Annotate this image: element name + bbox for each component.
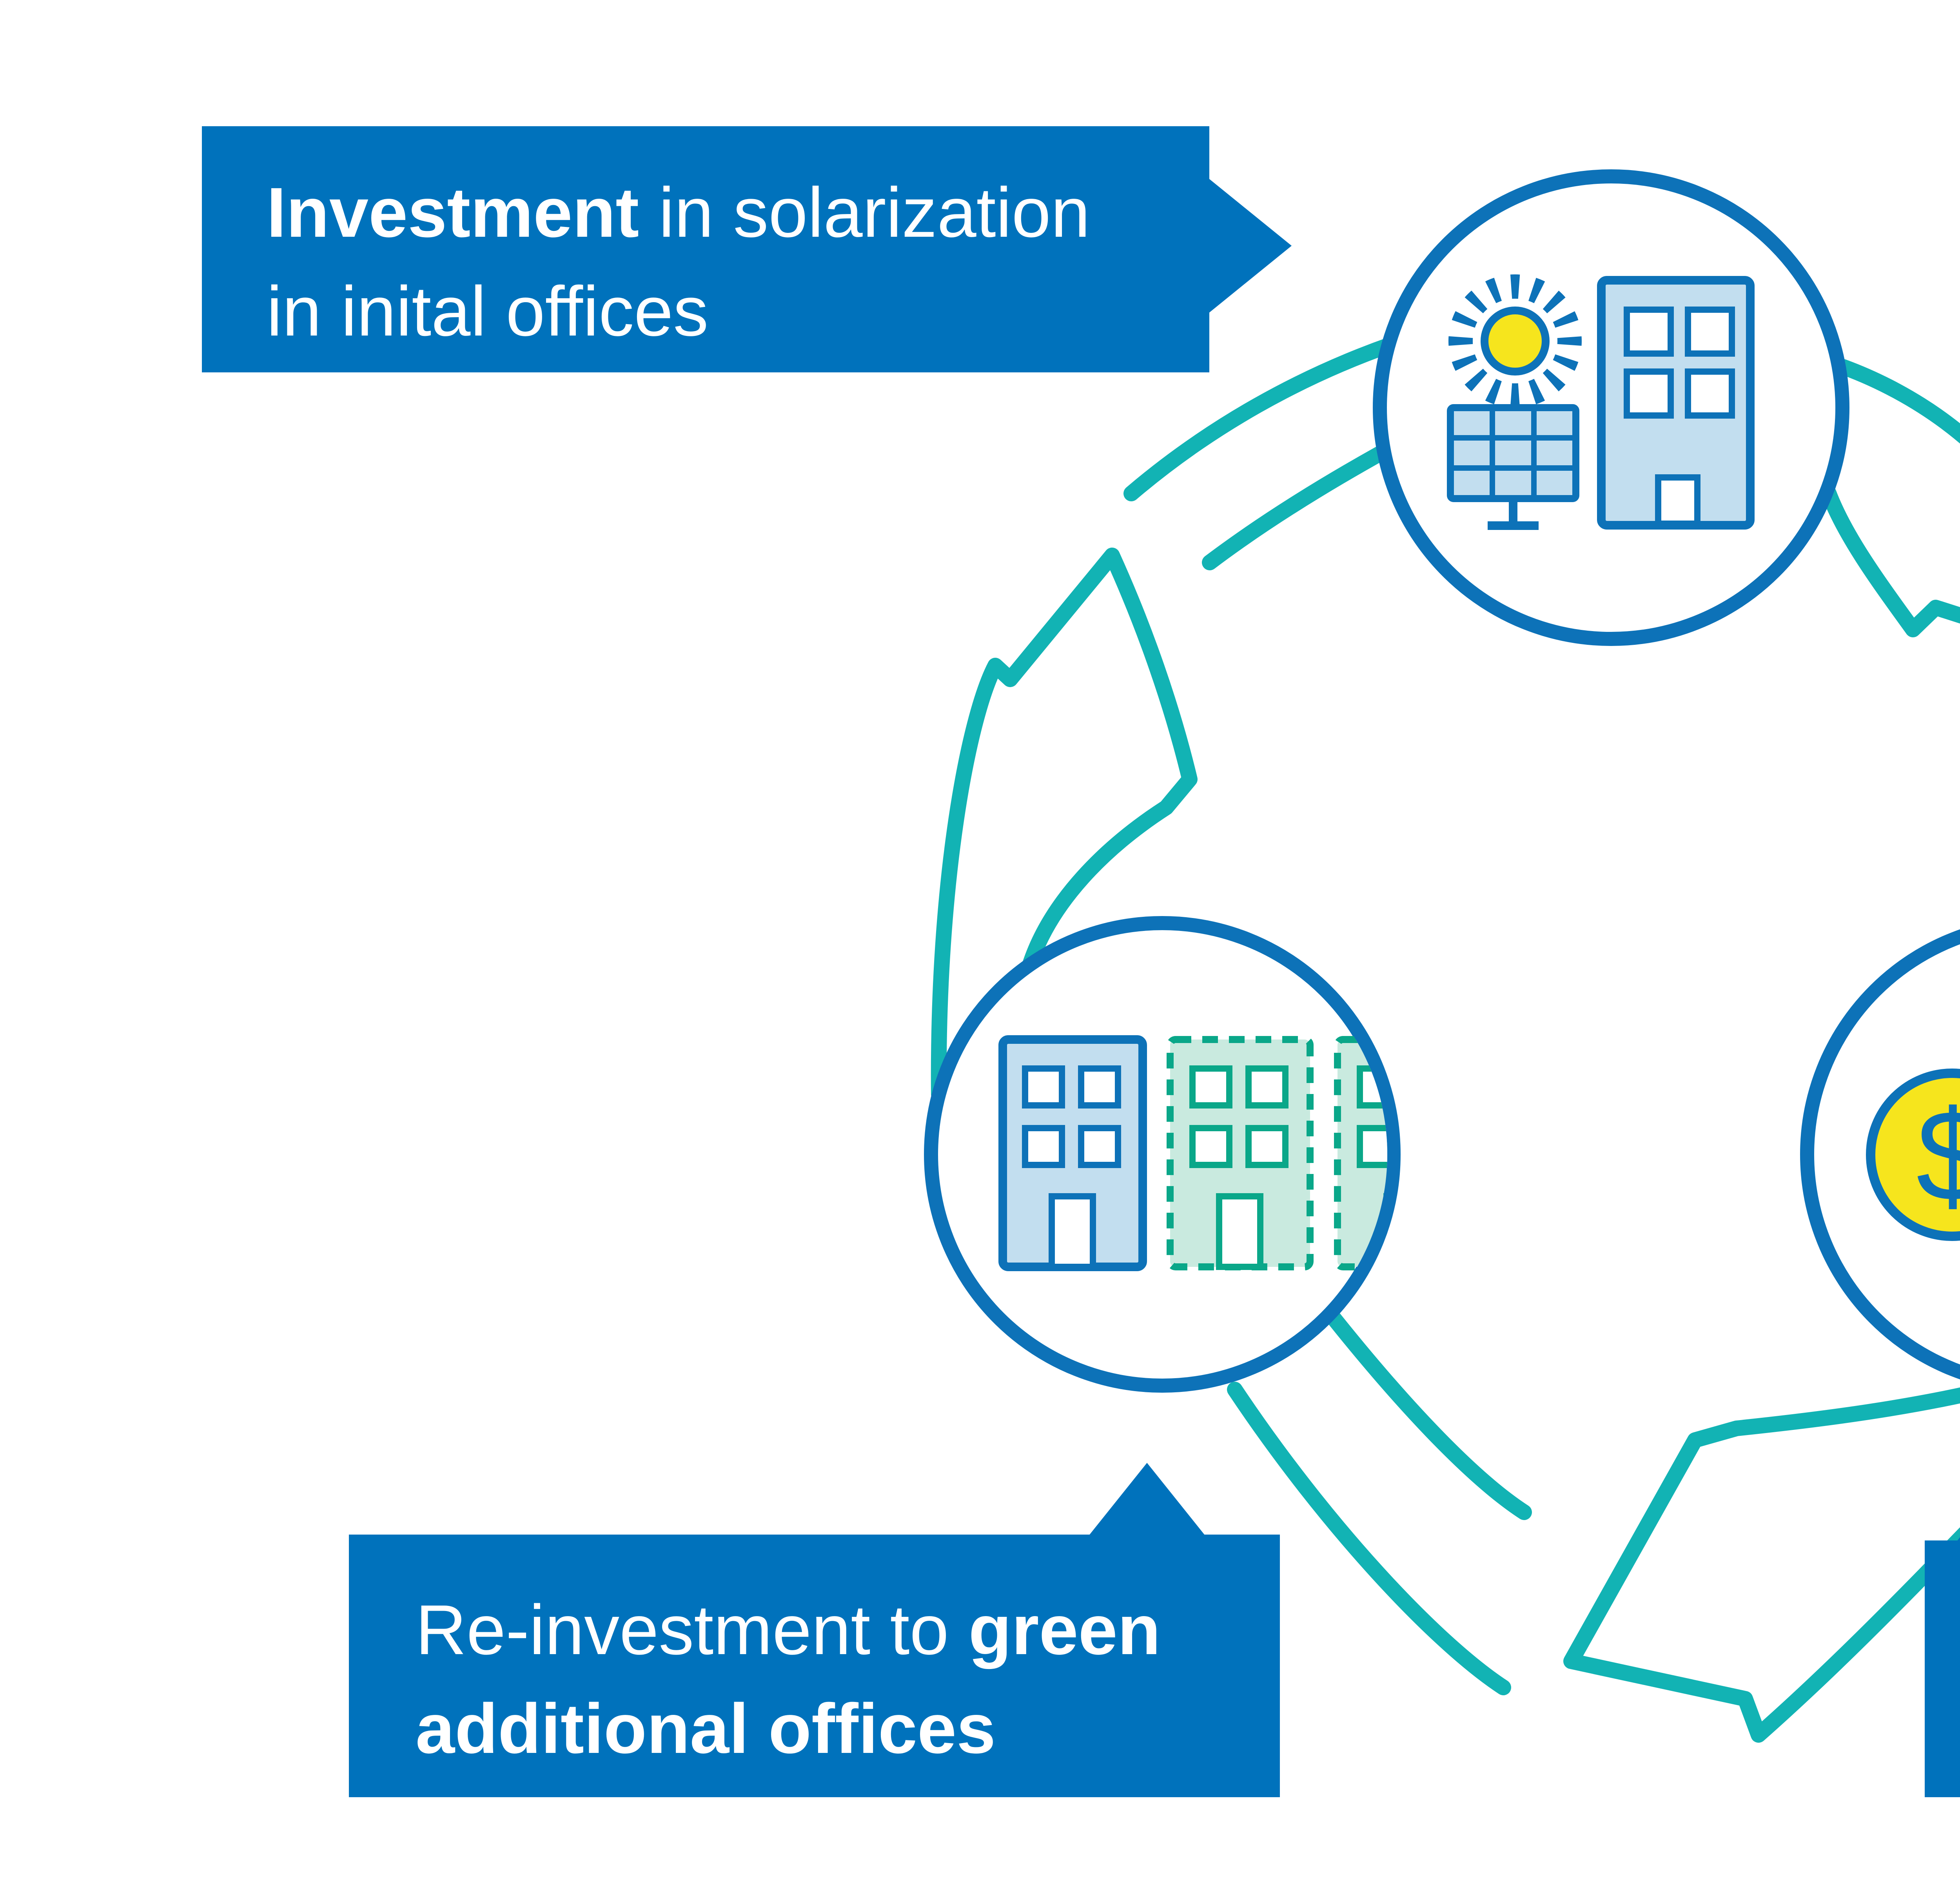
sun-disc — [1481, 307, 1550, 376]
office-building-icon — [998, 1035, 1147, 1271]
window — [1245, 1125, 1289, 1168]
dollar-sign: $ — [1916, 1083, 1960, 1228]
door — [1216, 1193, 1263, 1270]
node-savings: $ $ — [1800, 929, 1960, 1379]
window — [1685, 307, 1735, 357]
window — [1189, 1125, 1232, 1168]
label-text-bold: Investment — [267, 173, 639, 252]
label-text: in solarization — [639, 173, 1090, 252]
door — [1049, 1193, 1096, 1270]
window — [1022, 1125, 1065, 1168]
sun-icon — [1448, 274, 1582, 408]
panel-frame — [1447, 404, 1579, 502]
arrow-top-to-right-icon — [1821, 359, 1960, 637]
label-investment: Investment in solarization in inital off… — [202, 126, 1209, 372]
door — [1655, 474, 1700, 527]
savings-icons: $ $ — [1866, 1069, 1960, 1241]
window — [1624, 307, 1674, 357]
label-reinvestment: Re-investment to green additional office… — [349, 1535, 1280, 1797]
label-text: in inital offices — [267, 272, 709, 351]
sun-rays — [1448, 274, 1582, 408]
label-savings: Savings captured from lower energy costs — [1925, 1540, 1960, 1797]
window — [1078, 1065, 1121, 1109]
window — [1245, 1065, 1289, 1109]
window — [1624, 368, 1674, 419]
office-building-icon — [1597, 276, 1755, 530]
cycle-arrows — [931, 337, 1960, 1743]
arrow-right-to-left-icon — [1227, 1309, 1960, 1743]
label-text-bold: green — [968, 1591, 1161, 1669]
label-pointer-up-icon — [1089, 1463, 1205, 1535]
window — [1078, 1125, 1121, 1168]
label-line: Re-investment to green — [416, 1581, 1256, 1680]
label-line: additional offices — [416, 1680, 1256, 1778]
label-text-bold: additional offices — [416, 1689, 996, 1768]
label-pointer-up-icon — [1957, 1465, 1960, 1541]
reinvestment-icons — [998, 1035, 1387, 1271]
window — [1685, 368, 1735, 419]
coin-face — [1866, 1069, 1960, 1241]
window — [1022, 1065, 1065, 1109]
window — [1357, 1125, 1387, 1168]
label-pointer-right-icon — [1209, 178, 1292, 313]
window — [1189, 1065, 1232, 1109]
label-line: Investment in solarization — [267, 163, 1174, 262]
solar-panel-icon — [1447, 404, 1579, 530]
dashed-building-icon — [1167, 1036, 1314, 1270]
dollar-coin-icon: $ — [1866, 1069, 1960, 1241]
node-solarization — [1373, 169, 1849, 646]
dashed-building-icon — [1334, 1036, 1387, 1270]
label-text: Re-investment to — [416, 1591, 969, 1669]
node-reinvestment — [924, 916, 1401, 1393]
arrow-left-to-top-icon — [931, 337, 1398, 1102]
label-line: in inital offices — [267, 262, 1174, 361]
